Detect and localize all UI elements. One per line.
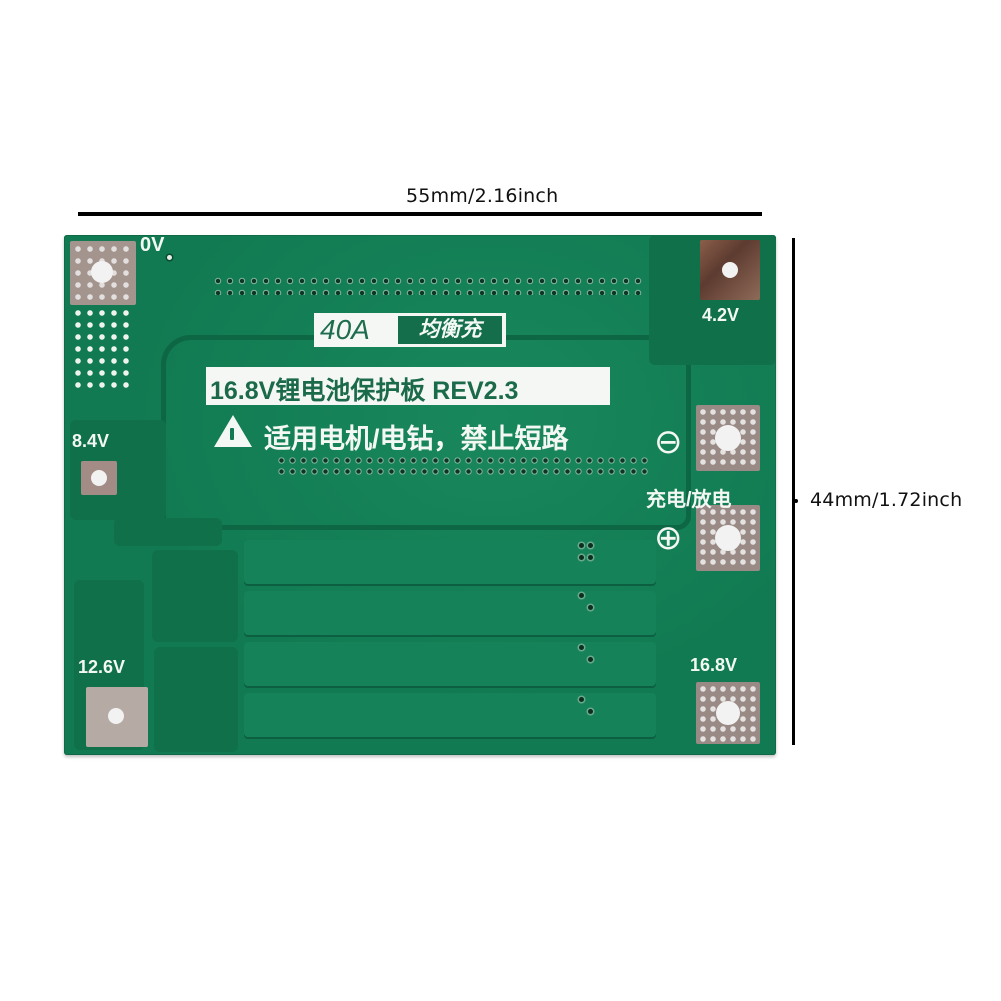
via-row-top: [212, 275, 644, 295]
minus-icon: ⊖: [654, 423, 683, 461]
via: [588, 605, 593, 610]
bus-strip-4: [244, 693, 656, 737]
bus-strip-3: [244, 642, 656, 686]
width-dimension-label: 55mm/2.16inch: [406, 185, 559, 207]
via: [579, 645, 584, 650]
pad-hole: [108, 708, 124, 724]
height-dimension-label: 44mm/1.72inch: [810, 489, 963, 511]
bus-strip-2: [244, 591, 656, 635]
bus-strip-1: [244, 540, 656, 584]
height-dimension-line: [792, 238, 795, 745]
via: [588, 709, 593, 714]
small-trace-pad: [114, 518, 222, 546]
copper-pour-low-left: [154, 647, 238, 752]
label-charge-discharge: 充电/放电: [646, 489, 732, 511]
pad-hole: [91, 470, 107, 486]
via-grid-neg: [698, 407, 758, 469]
label-4-2v: 4.2V: [702, 305, 740, 325]
label-16-8v: 16.8V: [690, 655, 738, 675]
via: [579, 555, 584, 560]
pad-8-4v[interactable]: [81, 461, 117, 495]
label-8-4v: 8.4V: [72, 431, 110, 451]
via-grid-pos: [698, 507, 758, 569]
label-0v: 0V: [140, 235, 165, 256]
via: [579, 697, 584, 702]
via: [579, 543, 584, 548]
warning-text: 适用电机/电钻，禁止短路: [264, 424, 569, 454]
badge-current: 40A: [320, 314, 370, 345]
pad-hole: [722, 262, 738, 278]
pad-12-6v[interactable]: [86, 687, 148, 747]
plus-icon: ⊕: [654, 519, 683, 557]
via-grid-left: [72, 307, 134, 391]
badge-40a: 40A 均衡充: [314, 313, 506, 347]
height-dimension-tick: [794, 499, 798, 503]
board-title-text: 16.8V锂电池保护板 REV2.3: [210, 377, 519, 405]
warning-icon-mark: [230, 428, 234, 440]
pcb-board: 0V 4.2V 8.4V 12.6V 16.8V ⊖ ⊕ 充电/放电 40A 均…: [64, 235, 776, 755]
via-row-mid: [276, 455, 648, 475]
via-grid-168: [698, 684, 758, 742]
via-grid-0v: [72, 243, 134, 303]
board-title: 16.8V锂电池保护板 REV2.3: [206, 367, 610, 405]
via: [579, 593, 584, 598]
width-dimension-line: [78, 212, 762, 216]
via: [588, 657, 593, 662]
badge-feature: 均衡充: [398, 316, 502, 344]
via: [588, 555, 593, 560]
via: [588, 543, 593, 548]
label-12-6v: 12.6V: [78, 657, 126, 677]
via: [167, 255, 172, 260]
pad-4-2v[interactable]: [700, 240, 760, 300]
copper-pour-mid-left: [152, 550, 238, 642]
